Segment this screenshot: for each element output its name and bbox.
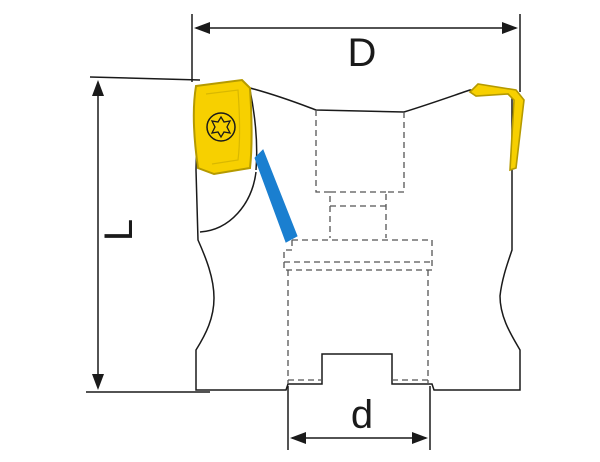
cutter-body-outline (195, 87, 521, 391)
insert-inner-edge (205, 89, 241, 165)
hidden-counterbore-left (315, 110, 331, 238)
extension-line-top (89, 76, 201, 81)
coolant-channel (254, 149, 298, 243)
label-d: d (351, 393, 373, 437)
hidden-shoulder (283, 239, 433, 271)
arrowhead-d-right (412, 432, 428, 444)
label-L: L (97, 219, 141, 241)
torx-recess-icon (210, 115, 232, 139)
arrowhead-bottom (92, 374, 104, 390)
dimension-L: L (86, 76, 210, 393)
torx-screw-icon (206, 112, 236, 142)
arrowhead-right (502, 22, 518, 34)
hidden-counterbore-right (385, 112, 405, 238)
hidden-bore-lines (283, 110, 433, 384)
arrowhead-top (92, 80, 104, 96)
cutting-insert-side (468, 83, 525, 172)
cutting-insert (192, 78, 253, 176)
arrowhead-left (194, 22, 210, 34)
insert-side-body (468, 83, 525, 172)
dimension-D: D (191, 14, 521, 92)
label-D: D (348, 31, 377, 75)
dimension-d: d (287, 386, 431, 450)
chip-pocket-curve (199, 171, 257, 233)
arrowhead-d-left (290, 432, 306, 444)
